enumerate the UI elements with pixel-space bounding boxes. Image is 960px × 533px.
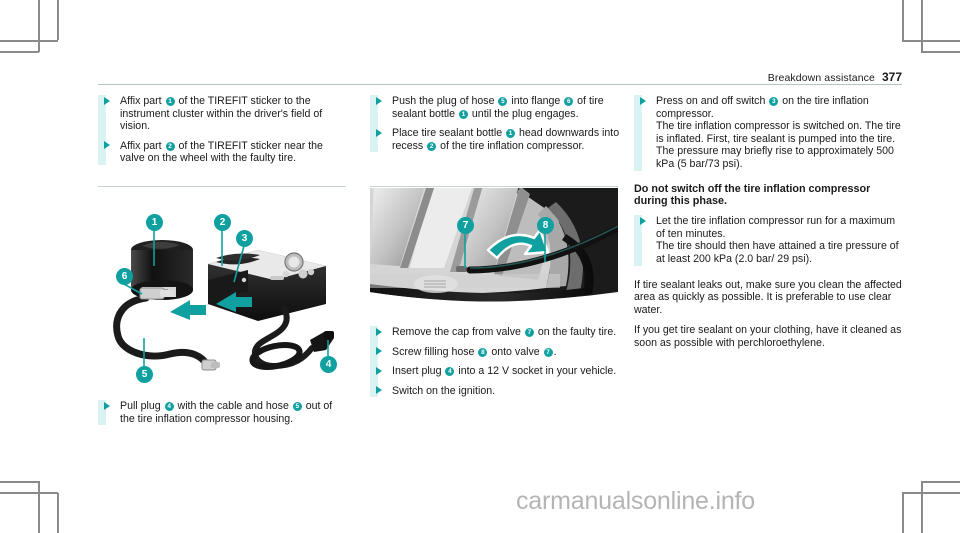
callout-8: 8 bbox=[537, 217, 554, 234]
step-text: Affix part 2 of the TIREFIT sticker near… bbox=[120, 139, 323, 165]
col3-paragraphs: If tire sealant leaks out, make sure you… bbox=[634, 279, 906, 350]
callout-6: 6 bbox=[116, 268, 133, 285]
column-2-lower: Remove the cap from valve 7 on the fault… bbox=[370, 326, 620, 398]
instruction-step: Press on and off switch 3 on the tire in… bbox=[640, 95, 906, 171]
figure-wheel-valve: 7 8 bbox=[370, 186, 618, 314]
figure-tirefit-kit: 1 2 3 6 5 4 bbox=[98, 186, 346, 392]
callout-badge-5: 5 bbox=[292, 402, 302, 411]
step-text: Affix part 1 of the TIREFIT sticker to t… bbox=[120, 95, 323, 133]
instruction-step: Pull plug 4 with the cable and hose 5 ou… bbox=[104, 400, 348, 425]
header-section-title: Breakdown assistance bbox=[767, 72, 875, 84]
tirefit-kit-illustration bbox=[113, 230, 334, 371]
instruction-step: Insert plug 4 into a 12 V socket in your… bbox=[376, 365, 620, 378]
body-paragraph: If tire sealant leaks out, make sure you… bbox=[634, 278, 902, 316]
column-1: Affix part 1 of the TIREFIT sticker to t… bbox=[98, 95, 348, 165]
body-paragraph: If you get tire sealant on your clothing… bbox=[634, 324, 902, 349]
callout-3: 3 bbox=[236, 230, 253, 247]
figure-top-rule bbox=[98, 186, 346, 187]
step-text: Let the tire inflation compressor run fo… bbox=[656, 215, 896, 240]
callout-badge-6: 6 bbox=[564, 97, 574, 106]
step-text: Pull plug 4 with the cable and hose 5 ou… bbox=[120, 400, 333, 425]
col2-steps: Push the plug of hose 5 into flange 6 of… bbox=[370, 95, 620, 153]
running-header: Breakdown assistance 377 bbox=[768, 70, 902, 84]
step-bullet-triangle-icon bbox=[376, 386, 382, 395]
step-bullet-triangle-icon bbox=[640, 216, 646, 225]
callout-badge-4: 4 bbox=[445, 367, 455, 377]
instruction-step: Switch on the ignition. bbox=[376, 384, 620, 398]
wheel-valve-illustration bbox=[370, 188, 618, 314]
instruction-step: Screw filling hose 8 onto valve 7. bbox=[376, 345, 620, 359]
callout-5: 5 bbox=[136, 366, 153, 383]
step-bullet-triangle-icon bbox=[376, 327, 382, 336]
step-bullet-triangle-icon bbox=[640, 96, 646, 105]
step-bullet-triangle-icon bbox=[104, 96, 110, 105]
col3-steps-block2: Let the tire inflation compressor run fo… bbox=[634, 215, 906, 266]
step-text: Insert plug 4 into a 12 V socket in your… bbox=[392, 365, 617, 378]
col1-steps: Affix part 1 of the TIREFIT sticker to t… bbox=[98, 95, 348, 165]
step-bullet-triangle-icon bbox=[104, 401, 110, 410]
header-rule bbox=[98, 84, 902, 85]
step-note: The tire should then have attained a tir… bbox=[656, 240, 899, 265]
col1-steps-after-figure: Pull plug 4 with the cable and hose 5 ou… bbox=[98, 400, 348, 426]
step-bullet-triangle-icon bbox=[376, 347, 382, 356]
figure-top-rule-2 bbox=[370, 186, 618, 187]
col2-steps-after-figure: Remove the cap from valve 7 on the fault… bbox=[370, 326, 620, 398]
callout-4: 4 bbox=[320, 356, 337, 373]
figure-wheel-valve-canvas: 7 8 bbox=[370, 188, 618, 314]
instruction-step: Push the plug of hose 5 into flange 6 of… bbox=[376, 95, 620, 120]
step-text: Screw filling hose 8 onto valve 7. bbox=[392, 345, 557, 358]
step-note: The tire inflation compressor is switche… bbox=[656, 120, 901, 170]
callout-badge-2: 2 bbox=[165, 141, 175, 151]
instruction-step: Affix part 1 of the TIREFIT sticker to t… bbox=[104, 95, 348, 133]
callout-7: 7 bbox=[457, 217, 474, 234]
figure-tirefit-kit-canvas: 1 2 3 6 5 4 bbox=[98, 188, 346, 392]
callout-badge-2: 2 bbox=[427, 141, 437, 151]
callout-badge-7: 7 bbox=[524, 328, 534, 337]
instruction-step: Let the tire inflation compressor run fo… bbox=[640, 215, 906, 265]
callout-badge-5: 5 bbox=[498, 97, 508, 106]
callout-badge-1: 1 bbox=[506, 129, 516, 139]
step-bullet-triangle-icon bbox=[376, 96, 382, 105]
instruction-step: Place tire sealant bottle 1 head downwar… bbox=[376, 127, 620, 152]
column-2: Push the plug of hose 5 into flange 6 of… bbox=[370, 95, 620, 153]
step-text: Place tire sealant bottle 1 head downwar… bbox=[392, 127, 620, 152]
callout-badge-3: 3 bbox=[769, 97, 779, 106]
column-3: Press on and off switch 3 on the tire in… bbox=[634, 95, 906, 358]
page-number: 377 bbox=[881, 70, 902, 84]
step-text: Push the plug of hose 5 into flange 6 of… bbox=[392, 95, 604, 120]
step-text: Remove the cap from valve 7 on the fault… bbox=[392, 326, 617, 338]
callout-badge-7: 7 bbox=[543, 347, 553, 357]
step-bullet-triangle-icon bbox=[376, 366, 382, 375]
instruction-step: Affix part 2 of the TIREFIT sticker near… bbox=[104, 139, 348, 165]
col3-steps-block1: Press on and off switch 3 on the tire in… bbox=[634, 95, 906, 171]
callout-badge-8: 8 bbox=[478, 347, 488, 357]
callout-badge-4: 4 bbox=[164, 402, 174, 411]
step-text: Switch on the ignition. bbox=[392, 384, 496, 397]
callout-2: 2 bbox=[214, 214, 231, 231]
step-bullet-triangle-icon bbox=[376, 128, 382, 137]
step-text: Press on and off switch 3 on the tire in… bbox=[656, 95, 869, 120]
watermark: carmanualsonline.info bbox=[516, 487, 756, 515]
column-1-lower: Pull plug 4 with the cable and hose 5 ou… bbox=[98, 400, 348, 426]
col3-bold-heading: Do not switch off the tire inflation com… bbox=[634, 182, 871, 208]
callout-1: 1 bbox=[146, 214, 163, 231]
callout-badge-1: 1 bbox=[165, 97, 175, 106]
step-bullet-triangle-icon bbox=[104, 141, 110, 150]
callout-badge-1: 1 bbox=[458, 109, 468, 119]
instruction-step: Remove the cap from valve 7 on the fault… bbox=[376, 326, 620, 339]
